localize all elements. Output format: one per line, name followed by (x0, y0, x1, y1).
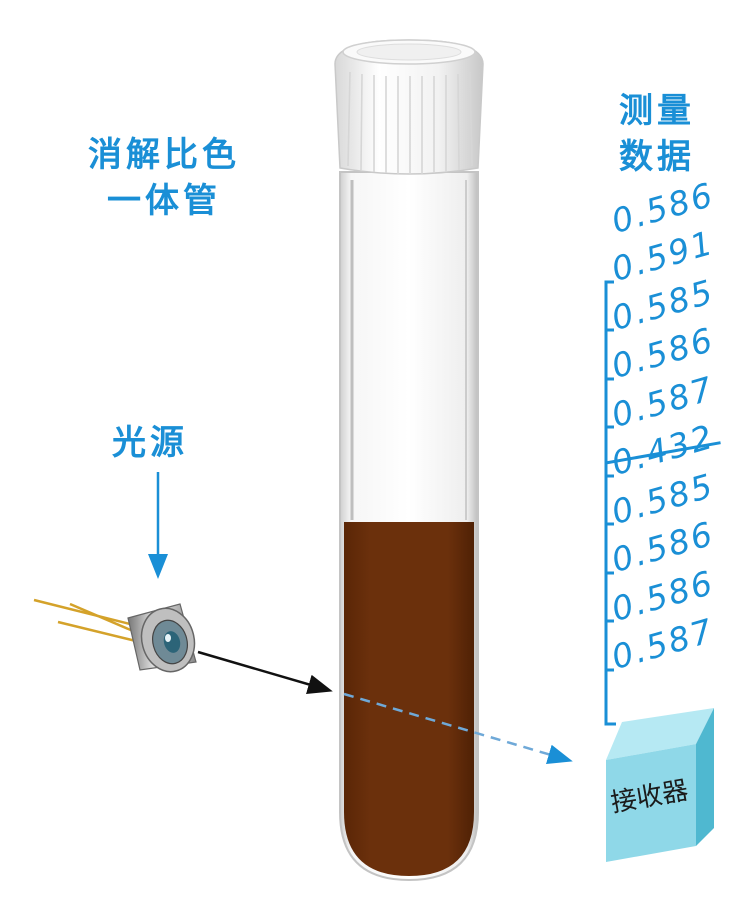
receiver-box-icon: 接收器 (606, 708, 714, 862)
tube-cap-icon (334, 39, 484, 175)
tube-label: 消解比色 一体管 (64, 132, 264, 224)
data-label-line2: 数据 (619, 137, 695, 177)
light-beam-incident (197, 650, 333, 694)
tube-label-line2: 一体管 (107, 181, 221, 221)
data-label-line1: 测量 (619, 91, 695, 131)
data-label: 测量 数据 (602, 88, 712, 180)
light-beam-transmitted (343, 692, 573, 764)
data-bracket (604, 280, 616, 726)
tube-label-line1: 消解比色 (88, 135, 240, 175)
reading-value: 0.587 (607, 611, 722, 682)
to-can-laser-diode-icon (33, 598, 197, 673)
test-tube (339, 171, 479, 882)
light-source-label: 光源 (112, 423, 188, 463)
data-bracket-ticks (606, 328, 614, 672)
digested-sample-liquid (344, 522, 474, 876)
